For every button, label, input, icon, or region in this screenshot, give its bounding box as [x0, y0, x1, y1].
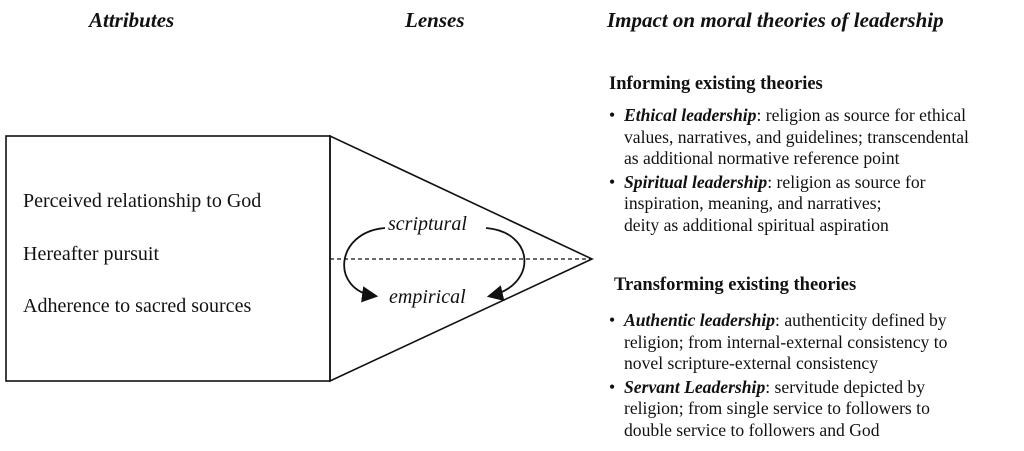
lens-triangle: [329, 134, 594, 383]
item-first-line: Ethical leadership: religion as source f…: [624, 105, 1024, 127]
impact-header: Impact on moral theories of leadership: [607, 8, 944, 32]
informing-theories-list: • Ethical leadership: religion as source…: [608, 105, 1024, 238]
section-title-transforming: Transforming existing theories: [614, 275, 857, 295]
theory-term: Authentic leadership: [624, 310, 776, 330]
left-cycle-arrow: [343, 227, 386, 303]
item-first-line: Spiritual leadership: religion as source…: [624, 172, 1024, 194]
lenses-header: Lenses: [405, 8, 465, 32]
item-text: double service to followers and God: [624, 419, 880, 440]
transforming-theories-list: • Authentic leadership: authenticity def…: [608, 310, 1024, 443]
item-text: values, narratives, and guidelines; tran…: [624, 126, 969, 147]
item-text: religion; from single service to followe…: [624, 398, 930, 418]
attributes-header: Attributes: [89, 8, 175, 32]
right-cycle-arrow: [485, 227, 526, 301]
list-item: • Ethical leadership: religion as source…: [608, 105, 1024, 170]
theory-term: Spiritual leadership: [624, 171, 768, 192]
list-item: • Spiritual leadership: religion as sour…: [608, 172, 1024, 237]
item-text: : religion as source for: [767, 171, 926, 192]
item-text: novel scripture-external consistency: [624, 353, 879, 373]
attribute-hereafter-pursuit: Hereafter pursuit: [23, 243, 160, 265]
bullet-icon: •: [609, 310, 616, 330]
attribute-sacred-sources: Adherence to sacred sources: [23, 295, 252, 317]
attribute-relationship-to-god: Perceived relationship to God: [23, 190, 262, 212]
lens-scriptural: scriptural: [388, 213, 467, 235]
item-text: as additional normative reference point: [624, 148, 900, 168]
item-text: inspiration, meaning, and narratives;: [624, 193, 882, 213]
item-text: religion; from internal-external consist…: [624, 331, 948, 352]
section-title-informing: Informing existing theories: [609, 74, 823, 94]
item-first-line: Servant Leadership: servitude depicted b…: [624, 377, 1024, 399]
bullet-icon: •: [609, 105, 616, 125]
item-text: : religion as source for ethical: [756, 105, 967, 125]
theory-term: Servant Leadership: [624, 376, 766, 397]
item-first-line: Authentic leadership: authenticity defin…: [624, 310, 1024, 332]
item-text: deity as additional spiritual aspiration: [624, 214, 889, 235]
bullet-icon: •: [609, 376, 616, 397]
list-item: • Servant Leadership: servitude depicted…: [608, 377, 1024, 442]
list-item: • Authentic leadership: authenticity def…: [608, 310, 1024, 375]
theory-term: Ethical leadership: [624, 105, 757, 125]
item-text: : authenticity defined by: [775, 310, 947, 330]
bullet-icon: •: [609, 171, 616, 192]
item-text: : servitude depicted by: [765, 376, 926, 397]
lens-empirical: empirical: [389, 286, 466, 308]
